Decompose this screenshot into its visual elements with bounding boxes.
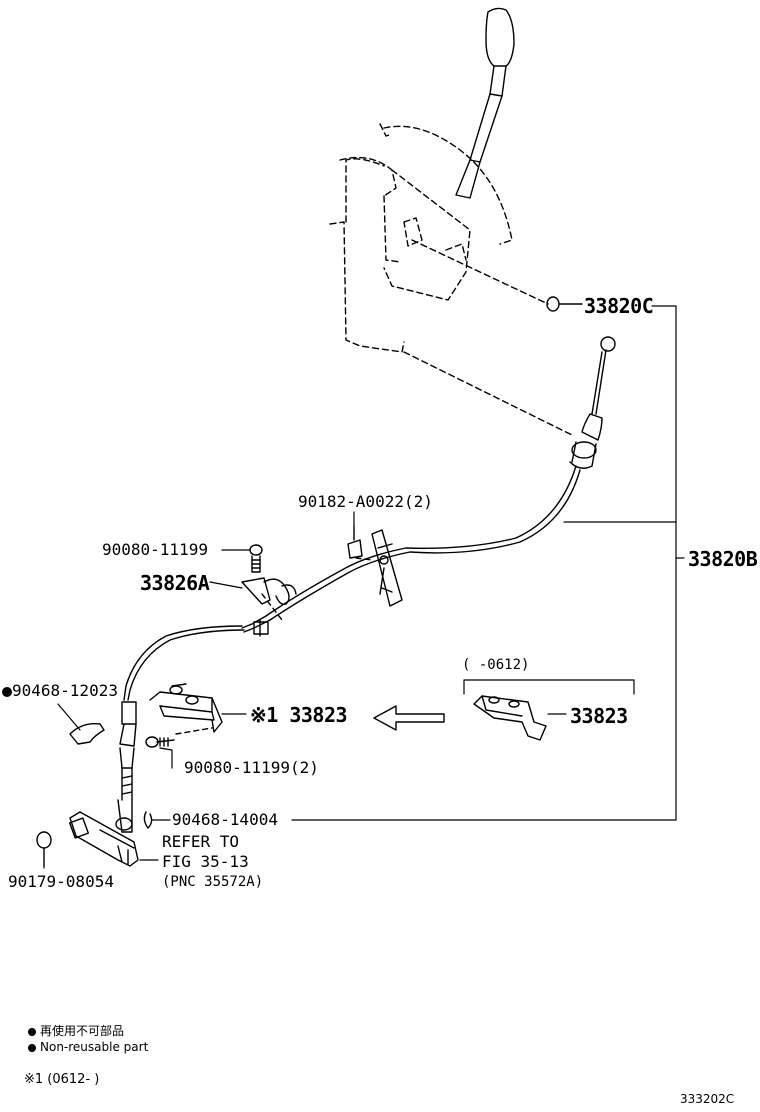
legend-non-reusable-en: Non-reusable part — [28, 1040, 148, 1054]
legend-note-1: ※1 (0612- ) — [24, 1072, 100, 1087]
label-refer-line2: FIG 35-13 — [162, 852, 249, 871]
housing-leaders — [403, 239, 575, 437]
label-90080-upper: 90080-11199 — [102, 540, 208, 559]
label-33823-alt: 33823 — [570, 704, 628, 728]
label-33823-note: ※1 33823 — [250, 703, 348, 727]
label-90468-12023: 90468-12023 — [2, 683, 118, 699]
label-33820B: 33820B — [688, 547, 758, 571]
label-90182: 90182-A0022(2) — [298, 492, 433, 511]
label-90179: 90179-08054 — [8, 872, 114, 891]
label-refer-line3: (PNC 35572A) — [162, 874, 264, 890]
shift-lever — [455, 7, 515, 199]
dashed-leaders — [175, 557, 373, 735]
label-33820C: 33820C — [584, 294, 654, 318]
clip-90468-12023 — [69, 723, 105, 745]
cable-bracket — [371, 529, 403, 607]
non-reusable-dot-icon — [2, 686, 12, 697]
legend-dot-icon — [28, 1027, 36, 1036]
bolt-90080-lower — [145, 736, 175, 748]
bracket-33823-note — [149, 683, 223, 733]
cable-upper-end — [569, 336, 616, 469]
label-date-range-alt: ( -0612) — [462, 657, 530, 673]
bracket-33823-alt — [473, 695, 547, 741]
control-cable — [123, 465, 581, 701]
figure-id: 333202C — [680, 1092, 735, 1106]
label-33826A: 33826A — [140, 571, 210, 595]
nut-90179 — [36, 831, 52, 867]
nut-90182 — [347, 525, 363, 559]
legend-dot-icon — [28, 1043, 36, 1052]
label-leaders — [43, 305, 685, 869]
cable-lower-end — [115, 701, 137, 833]
shifter-housing — [329, 123, 513, 353]
clip-90468-14004 — [143, 811, 153, 829]
label-refer-line1: REFER TO — [162, 832, 240, 851]
legend-non-reusable-jp: 再使用不可部品 — [28, 1022, 124, 1039]
label-90468-14004: 90468-14004 — [172, 810, 278, 829]
arrow-left-icon — [373, 705, 445, 731]
cable-fitting — [253, 619, 269, 637]
refer-plate — [68, 811, 139, 867]
label-90080-lower: 90080-11199(2) — [184, 758, 319, 777]
alt-group-bracket — [463, 679, 635, 695]
bushing-33820C — [546, 296, 583, 312]
clip-33826A — [241, 577, 297, 606]
bolt-90080-upper — [249, 544, 263, 573]
